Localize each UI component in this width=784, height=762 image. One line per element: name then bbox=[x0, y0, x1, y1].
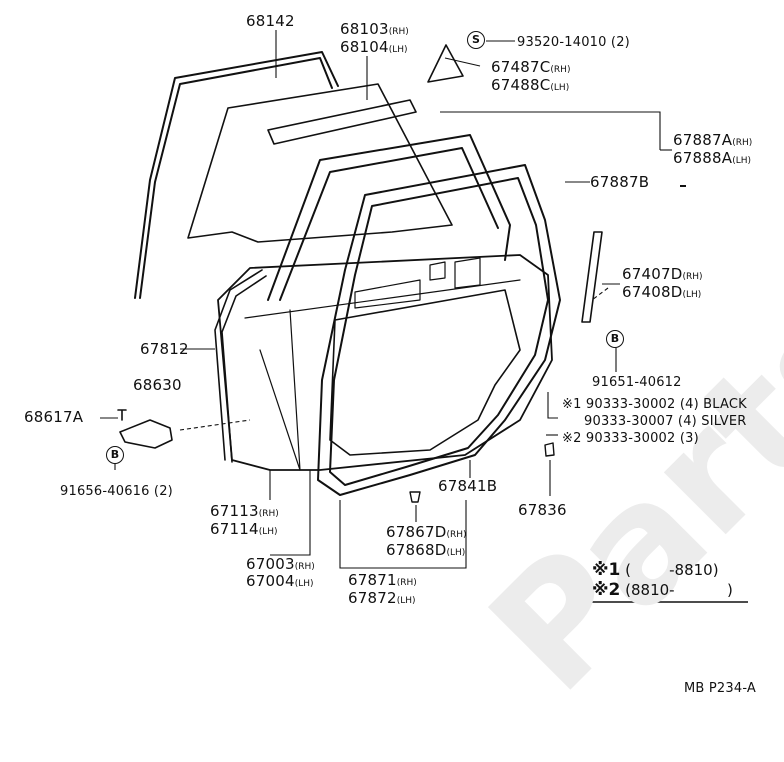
quarter-glass-67487c bbox=[427, 44, 464, 83]
note-1-value: ( -8810) bbox=[625, 561, 719, 579]
label-67841b: 67841B bbox=[438, 477, 498, 495]
label-67871: 67871(RH) bbox=[348, 571, 417, 589]
division-bar-67407d bbox=[581, 231, 603, 323]
door-panel-67003 bbox=[217, 254, 553, 471]
door-sash bbox=[267, 134, 511, 301]
label-67836: 67836 bbox=[518, 501, 567, 519]
label-68630: 68630 bbox=[133, 376, 182, 394]
note-1-key: ※1 bbox=[592, 560, 621, 580]
label-68617a: 68617A bbox=[24, 408, 84, 426]
label-68104: 68104(LH) bbox=[340, 38, 408, 56]
label-90333-black: ※1 90333-30002 (4) BLACK bbox=[562, 397, 747, 412]
label-91651: 91651-40612 bbox=[592, 375, 682, 390]
label-67887a: 67887A(RH) bbox=[673, 131, 753, 149]
label-90333-silver: 90333-30007 (4) SILVER bbox=[584, 414, 747, 429]
door-weatherstrip-67871 bbox=[317, 164, 561, 496]
note-2-value: (8810- ) bbox=[625, 581, 733, 599]
label-67488c: 67488C(LH) bbox=[491, 76, 570, 94]
run-channel-68142 bbox=[134, 51, 339, 299]
label-90333-3: ※2 90333-30002 (3) bbox=[562, 431, 699, 446]
label-67887b: 67887B bbox=[590, 173, 650, 191]
note-1: ※1 ( -8810) bbox=[592, 561, 719, 579]
label-68142: 68142 bbox=[246, 12, 295, 30]
door-opening-67841b bbox=[329, 289, 521, 456]
label-91656: 91656-40616 (2) bbox=[60, 484, 173, 499]
note-2-key: ※2 bbox=[592, 580, 621, 600]
label-67872: 67872(LH) bbox=[348, 589, 416, 607]
label-67888a: 67888A(LH) bbox=[673, 149, 751, 167]
weatherstrip-67887a bbox=[267, 99, 417, 145]
outer-seal-67812 bbox=[214, 269, 267, 463]
label-67868d: 67868D(LH) bbox=[386, 541, 466, 559]
label-67407d: 67407D(RH) bbox=[622, 265, 703, 283]
label-67003: 67003(RH) bbox=[246, 555, 315, 573]
clip-67867d bbox=[409, 491, 421, 503]
figure-id: MB P234-A bbox=[684, 681, 757, 696]
label-67867d: 67867D(RH) bbox=[386, 523, 467, 541]
door-hinge-68630 bbox=[119, 419, 173, 449]
marker-b-circle-right: B bbox=[606, 330, 624, 348]
label-67114: 67114(LH) bbox=[210, 520, 278, 538]
label-67113: 67113(RH) bbox=[210, 502, 279, 520]
note-2: ※2 (8810- ) bbox=[592, 581, 733, 599]
marker-s-circle: S bbox=[467, 31, 485, 49]
label-67487c: 67487C(RH) bbox=[491, 58, 571, 76]
label-93520: 93520-14010 (2) bbox=[517, 35, 630, 50]
label-67408d: 67408D(LH) bbox=[622, 283, 702, 301]
label-67812: 67812 bbox=[140, 340, 189, 358]
clip-67836 bbox=[544, 442, 555, 457]
door-glass-68103 bbox=[187, 83, 453, 243]
label-68103: 68103(RH) bbox=[340, 20, 409, 38]
marker-b-circle-left: B bbox=[106, 446, 124, 464]
label-67004: 67004(LH) bbox=[246, 572, 314, 590]
